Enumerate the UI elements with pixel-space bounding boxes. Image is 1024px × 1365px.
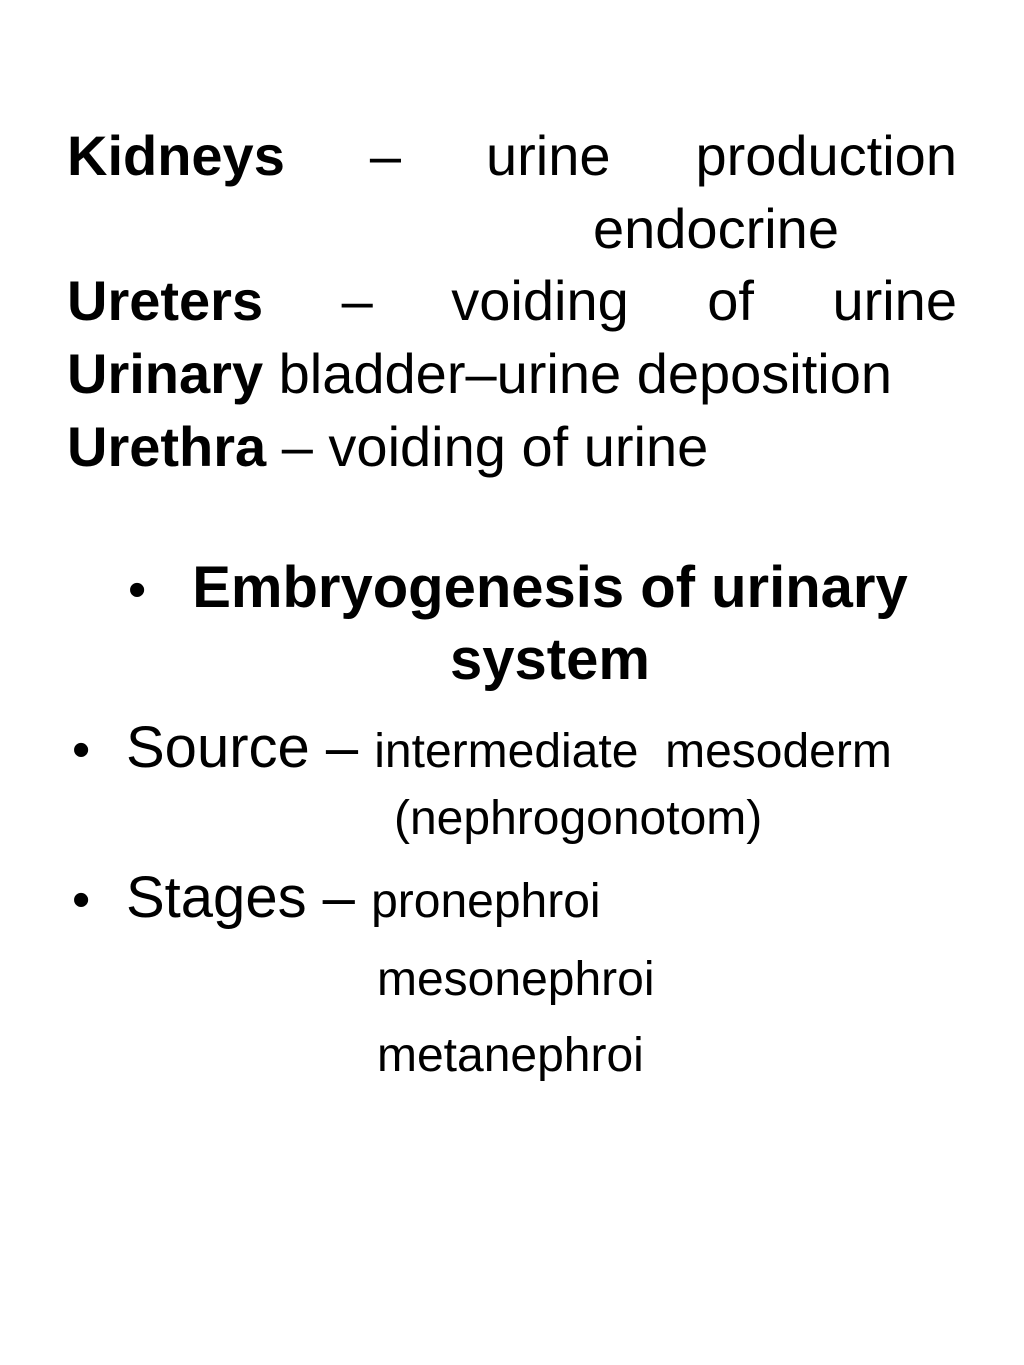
ureters-word-of: of xyxy=(707,269,754,332)
bladder-line: Urinary bladder–urine deposition xyxy=(67,338,892,410)
ureters-term: Ureters xyxy=(67,269,264,332)
source-value: intermediate mesoderm xyxy=(374,725,892,778)
urethra-term: Urethra xyxy=(67,415,267,478)
bladder-description: bladder–urine deposition xyxy=(263,342,892,405)
embryogenesis-heading: Embryogenesis of urinary system xyxy=(192,555,908,692)
heading-bullet: • xyxy=(128,561,147,619)
stages-bullet: • xyxy=(72,871,91,929)
kidneys-line: Kidneys – urine production xyxy=(67,120,957,192)
ureters-word-urine: urine xyxy=(832,269,957,332)
ureters-line: Ureters – voiding of urine xyxy=(67,265,957,337)
kidneys-term: Kidneys xyxy=(67,124,285,187)
ureters-dash: – xyxy=(341,269,373,332)
kidneys-word-urine: urine xyxy=(485,124,611,187)
source-detail: (nephrogonotom) xyxy=(394,792,763,845)
stages-label: Stages – xyxy=(126,865,372,930)
stage-metanephroi: metanephroi xyxy=(377,1029,644,1082)
kidneys-dash: – xyxy=(369,124,401,187)
stage-pronephroi: pronephroi xyxy=(371,875,601,928)
source-label: Source – xyxy=(126,715,375,780)
ureters-word-voiding: voiding xyxy=(451,269,629,332)
stage-mesonephroi: mesonephroi xyxy=(377,953,655,1006)
bladder-term: Urinary xyxy=(67,342,264,405)
urethra-description: – voiding of urine xyxy=(266,415,709,478)
urethra-line: Urethra – voiding of urine xyxy=(67,411,708,483)
stages-line: Stages – pronephroi xyxy=(126,862,601,934)
source-line: Source – intermediate mesoderm xyxy=(126,712,892,784)
kidneys-word-production: production xyxy=(695,124,957,187)
source-bullet: • xyxy=(72,721,91,779)
kidneys-continuation: endocrine xyxy=(593,197,839,260)
